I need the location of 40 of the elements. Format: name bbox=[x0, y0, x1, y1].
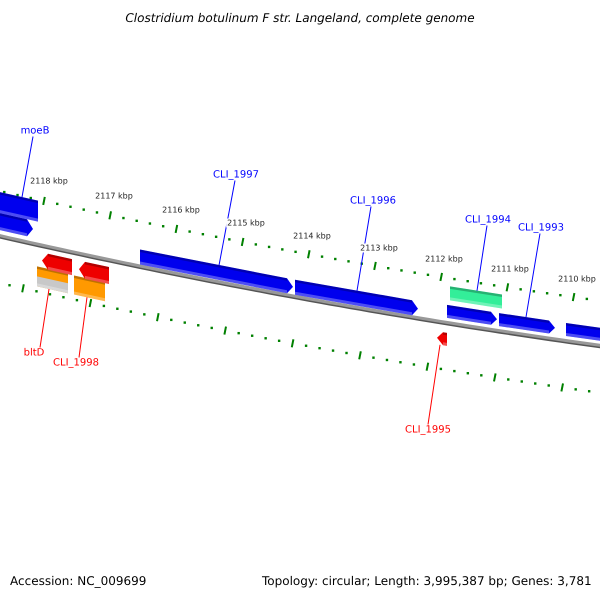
gene-label: CLI_1993 bbox=[518, 222, 564, 234]
gene-feature bbox=[42, 253, 72, 276]
gene-feature bbox=[499, 313, 555, 334]
gene-block bbox=[450, 286, 502, 309]
gene-label: CLI_1997 bbox=[213, 170, 259, 180]
gene-feature bbox=[295, 279, 418, 316]
leader-line bbox=[40, 288, 50, 348]
leader-line bbox=[526, 233, 540, 318]
leader-line bbox=[356, 206, 372, 292]
tick-label: 2118 kbp bbox=[29, 176, 69, 186]
tick-label: 2111 kbp bbox=[490, 264, 530, 274]
gene-block bbox=[0, 192, 38, 222]
tick-label: 2110 kbp bbox=[557, 274, 597, 284]
gene-label: CLI_1996 bbox=[350, 196, 396, 206]
gene-feature bbox=[79, 261, 109, 285]
gene-label: bltD bbox=[24, 348, 44, 358]
gene-feature bbox=[447, 304, 497, 325]
tick-label: 2117 kbp bbox=[94, 192, 134, 200]
tick-label: 2112 kbp bbox=[424, 254, 464, 264]
gene-feature bbox=[437, 332, 447, 346]
tick-label: 2116 kbp bbox=[161, 206, 201, 214]
gene-feature bbox=[0, 213, 33, 237]
tick-label: 2115 kbp bbox=[226, 218, 266, 228]
diagram-title: Clostridium botulinum F str. Langeland, complete genome bbox=[125, 11, 475, 25]
gene-label: CLI_1994 bbox=[465, 214, 511, 226]
leader-line bbox=[78, 296, 88, 358]
leader-line bbox=[476, 225, 488, 292]
gene-feature bbox=[140, 249, 293, 294]
tick-label: 2113 kbp bbox=[359, 244, 399, 252]
gene-label: CLI_1995 bbox=[405, 424, 451, 436]
leader-line bbox=[22, 136, 34, 198]
footer-text: Topology: circular; Length: 3,995,387 bp; Genes: 3,781 bbox=[262, 574, 592, 588]
gene-label: CLI_1998 bbox=[53, 358, 99, 368]
footer-text: Accession: NC_009699 bbox=[10, 574, 146, 588]
leader-line bbox=[428, 344, 440, 425]
gene-block bbox=[566, 322, 600, 343]
gene-label: moeB bbox=[20, 126, 50, 136]
gene-block bbox=[74, 275, 105, 302]
leader-line bbox=[218, 180, 236, 266]
tick-label: 2114 kbp bbox=[292, 232, 332, 240]
